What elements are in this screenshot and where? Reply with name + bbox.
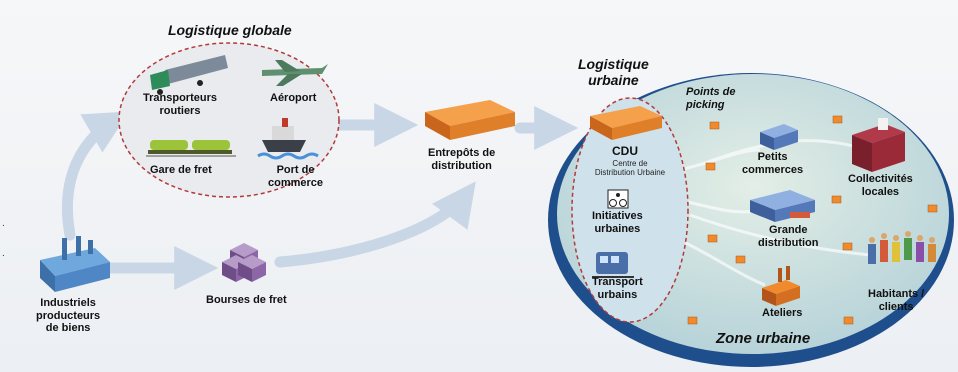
bicycle-icon	[607, 189, 629, 209]
picking-point-icon	[927, 204, 938, 213]
picking-point-icon	[831, 195, 842, 204]
picking-point-icon	[832, 115, 843, 124]
label-transport-urbains: Transport urbains	[592, 276, 643, 301]
label-aeroport: Aéroport	[270, 92, 317, 104]
factory-icon	[40, 236, 110, 292]
label-ateliers: Ateliers	[762, 307, 803, 319]
label-petits-commerces: Petits commerces	[742, 151, 804, 176]
city-building-icon	[852, 118, 905, 172]
urban-zone-title: Zone urbaine	[716, 330, 811, 347]
arrow-bourses-to-warehouse	[274, 181, 476, 268]
tram-icon	[592, 252, 634, 278]
warehouse-icon	[425, 100, 515, 140]
picking-point-icon	[842, 242, 853, 251]
label-industriels: Industriels producteurs de biens	[36, 297, 101, 335]
edge-mark: .	[2, 248, 5, 259]
label-initiatives-urbaines: Initiatives urbaines	[592, 210, 643, 235]
label-cdu-full: Centre de Distribution Urbaine	[594, 159, 666, 177]
freight-train-icon	[146, 140, 236, 157]
picking-point-icon	[709, 121, 720, 130]
picking-point-icon	[707, 234, 718, 243]
ship-icon	[257, 118, 319, 160]
label-gare-de-fret: Gare de fret	[150, 164, 212, 176]
edge-mark: .	[2, 218, 5, 229]
airplane-icon	[262, 60, 328, 86]
shop-icon	[760, 124, 798, 150]
label-points-de-picking: Points de picking	[686, 86, 736, 111]
supermarket-icon	[750, 190, 815, 222]
label-transporteurs: Transporteurs routiers	[143, 92, 217, 117]
label-grande-distribution: Grande distribution	[758, 224, 819, 249]
truck-icon	[150, 55, 228, 95]
label-cdu: CDU	[612, 144, 638, 158]
label-collectivites-locales: Collectivités locales	[848, 173, 913, 198]
flow-arrows	[61, 103, 579, 290]
label-bourses-de-fret: Bourses de fret	[206, 294, 287, 306]
people-icon	[868, 231, 936, 264]
picking-point-icon	[735, 255, 746, 264]
cdu-warehouse-icon	[590, 106, 662, 140]
urban-logistics-title: Logistique urbaine	[578, 56, 649, 89]
cube-cluster-icon	[222, 243, 266, 282]
label-port-de-commerce: Port de commerce	[268, 164, 324, 189]
picking-point-icon	[843, 316, 854, 325]
arrow-factory-to-global	[61, 111, 130, 241]
picking-point-icon	[687, 316, 698, 325]
label-entrepots: Entrepôts de distribution	[428, 147, 496, 172]
picking-point-icon	[705, 162, 716, 171]
label-habitants-clients: Habitants / clients	[868, 288, 925, 313]
picking-points	[687, 115, 938, 325]
global-logistics-title: Logistique globale	[168, 22, 292, 38]
workshop-icon	[762, 266, 800, 306]
